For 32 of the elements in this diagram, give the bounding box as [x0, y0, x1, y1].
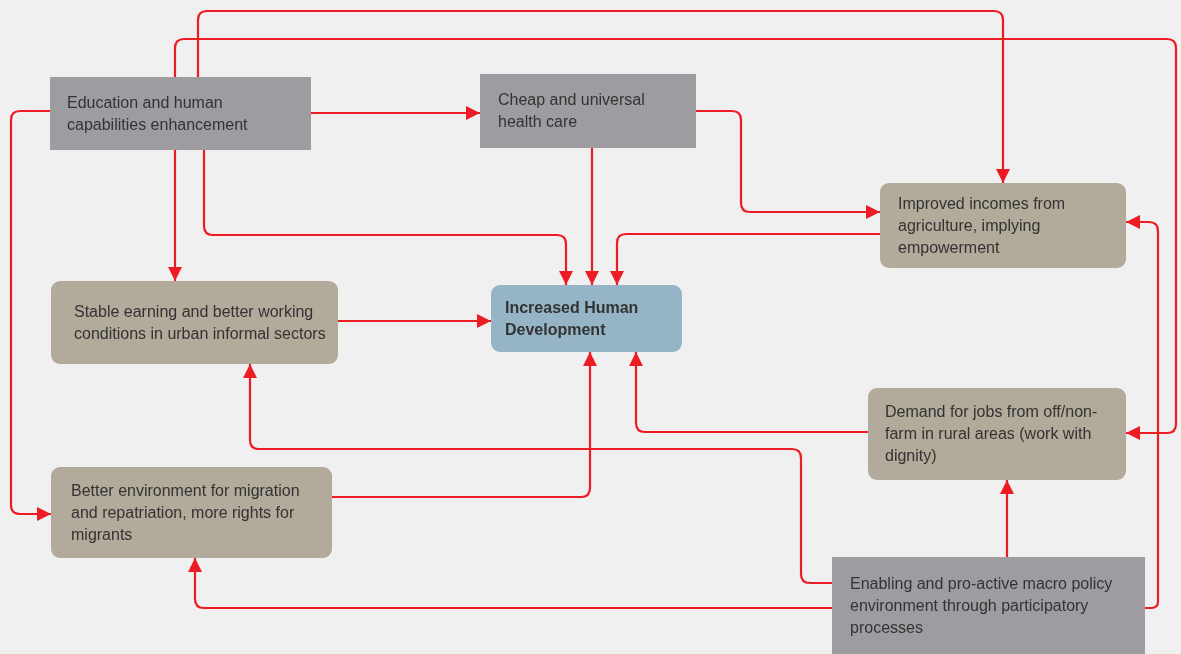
arrow — [311, 106, 480, 120]
arrow — [1126, 215, 1160, 610]
arrow — [173, 37, 1178, 440]
arrow — [696, 109, 880, 219]
arrow — [610, 232, 880, 285]
node-label: Better environment for migration and repatriation, more rights for migrants — [71, 480, 301, 545]
process-box — [832, 557, 1145, 654]
node-label: Increased Human Development — [505, 297, 640, 340]
arrow — [332, 352, 597, 499]
node-label: Improved incomes from agriculture, implying empowerment — [898, 193, 1067, 258]
node-label: Stable earning and better working conditions in urban informal sectors — [74, 301, 327, 344]
arrow — [243, 364, 832, 585]
arrow — [196, 9, 1010, 183]
process-box — [880, 183, 1126, 268]
outcome-box — [491, 285, 682, 352]
arrow — [629, 352, 868, 434]
arrow — [1000, 480, 1014, 557]
arrow — [338, 314, 491, 328]
process-box — [51, 467, 332, 558]
node-label: Cheap and universal health care — [498, 90, 646, 132]
process-box — [51, 281, 338, 364]
node-label: Demand for jobs from off/non-farm in rural areas (work with dignity) — [885, 402, 1099, 466]
arrow — [202, 150, 573, 285]
arrow — [9, 109, 51, 521]
process-box — [868, 388, 1126, 480]
arrow — [188, 558, 832, 610]
node-label: Education and human capabilities enhancement — [67, 92, 249, 135]
process-box — [50, 77, 311, 150]
arrow — [168, 150, 182, 281]
arrow — [585, 148, 599, 285]
node-label: Enabling and pro-active macro policy environment through participatory processes — [850, 573, 1114, 638]
process-box — [480, 74, 696, 148]
